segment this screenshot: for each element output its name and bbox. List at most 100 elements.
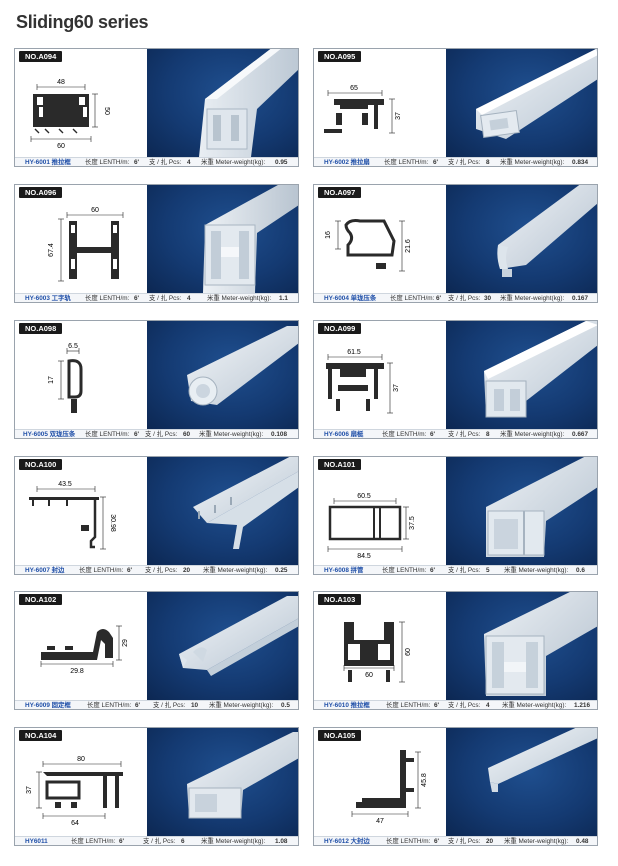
profile-drawing: 60.5 37.5 84.5 [314,457,446,565]
product-card[interactable]: 60 67.4 NO.A096 HY-6003 工字轨 长度 LENTH/m: … [14,184,299,303]
profile-drawing: 65 37 [314,49,446,157]
length-label: 长度 LENTH/m: [85,295,130,302]
dimension-label: 29 [122,639,129,647]
pcs-label: 支 / 扎 Pcs: [448,431,481,438]
length-value: 6' [119,838,125,845]
product-card[interactable]: 61.5 37 NO.A099 HY-6006 扇梃 长度 LENTH/m: 6… [313,320,598,439]
pcs-label: 支 / 扎 Pcs: [448,702,481,709]
dimension-label: 60 [365,672,373,679]
weight-value: 1.216 [574,702,590,709]
weight-label: 米重 Meter-weight(kg): [500,295,565,302]
pcs-label: 支 / 扎 Pcs: [143,838,176,845]
length-label: 长度 LENTH/m: [87,702,132,709]
model-name: HY-6008 拼管 [324,567,364,574]
dimension-label: 60.5 [357,493,371,500]
product-card[interactable]: 29.8 29 NO.A102 HY-6009 固定框 长度 LENTH/m: … [14,591,299,710]
length-value: 6' [135,702,141,709]
profile-drawing: 6.5 17 [15,321,147,429]
product-card[interactable]: 65 37 NO.A095 HY-6002 推拉扇 长度 LENTH/m: 6'… [313,48,598,167]
spec-bar: HY-6006 扇梃 长度 LENTH/m: 6' 支 / 扎 Pcs: 8 米… [314,429,597,438]
pcs-label: 支 / 扎 Pcs: [448,567,481,574]
product-card[interactable]: 80 37 64 NO.A104 HY6011 长度 LENTH/m: 6' 支… [14,727,299,846]
length-label: 长度 LENTH/m: [382,567,427,574]
spec-bar: HY-6004 单珑压条 长度 LENTH/m: 6' 支 / 扎 Pcs: 3… [314,293,597,302]
product-code-tag: NO.A102 [19,594,63,605]
product-photo [147,457,298,565]
pcs-value: 6 [181,838,185,845]
product-card[interactable]: 45.8 47 NO.A105 HY-6012 大封边 长度 LENTH/m: … [313,727,598,846]
model-name: HY6011 [25,838,48,845]
length-value: 6' [430,431,436,438]
dimension-label: 37.5 [409,516,416,530]
product-code-tag: NO.A099 [318,323,362,334]
spec-bar: HY-6010 推拉框 长度 LENTH/m: 6' 支 / 扎 Pcs: 4 … [314,700,597,709]
model-name: HY-6005 双珑压条 [23,431,76,438]
spec-bar: HY-6003 工字轨 长度 LENTH/m: 6' 支 / 扎 Pcs: 4 … [15,293,298,302]
weight-value: 0.95 [275,159,288,166]
weight-label: 米重 Meter-weight(kg): [500,159,565,166]
dimension-label: 45.8 [421,773,428,787]
length-label: 长度 LENTH/m: [79,567,124,574]
product-card[interactable]: 6.5 17 NO.A098 HY-6005 双珑压条 长度 LENTH/m: … [14,320,299,439]
spec-bar: HY-6008 拼管 长度 LENTH/m: 6' 支 / 扎 Pcs: 5 米… [314,565,597,574]
pcs-value: 20 [486,838,494,845]
dimension-label: 50 [103,107,110,115]
profile-drawing: 43.5 30.98 [15,457,147,565]
product-code-tag: NO.A104 [19,730,63,741]
page-title: Sliding60 series [16,12,149,32]
pcs-label: 支 / 扎 Pcs: [149,159,182,166]
length-value: 6' [434,702,440,709]
product-code-tag: NO.A100 [19,459,63,470]
dimension-label: 43.5 [58,481,72,488]
weight-label: 米重 Meter-weight(kg): [504,567,569,574]
length-value: 6' [436,295,442,302]
weight-value: 1.08 [275,838,288,845]
profile-drawing: 48 50 60 [15,49,147,157]
weight-label: 米重 Meter-weight(kg): [199,431,264,438]
product-code-tag: NO.A095 [318,51,362,62]
product-code-tag: NO.A103 [318,594,362,605]
product-code-tag: NO.A094 [19,51,63,62]
weight-value: 0.48 [576,838,589,845]
product-photo [446,185,597,293]
product-photo [147,592,298,700]
product-card[interactable]: 43.5 30.98 NO.A100 HY-6007 封边 长度 LENTH/m… [14,456,299,575]
spec-bar: HY-6007 封边 长度 LENTH/m: 6' 支 / 扎 Pcs: 20 … [15,565,298,574]
product-photo [147,728,298,836]
dimension-label: 21.6 [405,239,412,253]
dimension-label: 37 [395,112,402,120]
weight-label: 米重 Meter-weight(kg): [209,702,274,709]
model-name: HY-6012 大封边 [324,838,370,845]
pcs-label: 支 / 扎 Pcs: [448,159,481,166]
dimension-label: 29.8 [70,668,84,675]
product-card[interactable]: 48 50 60 NO.A094 HY-6001 推拉框 长度 LENTH/m:… [14,48,299,167]
product-code-tag: NO.A098 [19,323,63,334]
pcs-value: 60 [183,431,191,438]
product-card[interactable]: 60 60 NO.A103 HY-6010 推拉框 长度 LENTH/m: 6'… [313,591,598,710]
length-value: 6' [134,295,140,302]
pcs-value: 4 [187,295,191,302]
pcs-value: 8 [486,159,490,166]
weight-label: 米重 Meter-weight(kg): [203,567,268,574]
product-photo [446,321,597,429]
dimension-label: 30.98 [109,514,116,532]
dimension-label: 60 [405,648,412,656]
pcs-value: 4 [187,159,191,166]
product-card[interactable]: 60.5 37.5 84.5 NO.A101 HY-6008 拼管 长度 LEN… [313,456,598,575]
model-name: HY-6003 工字轨 [25,295,71,302]
dimension-label: 61.5 [347,349,361,356]
pcs-value: 10 [191,702,199,709]
weight-label: 米重 Meter-weight(kg): [207,295,272,302]
product-card[interactable]: 16 21.6 NO.A097 HY-6004 单珑压条 长度 LENTH/m:… [313,184,598,303]
model-name: HY-6002 推拉扇 [324,159,370,166]
weight-value: 0.167 [572,295,588,302]
profile-drawing: 29.8 29 [15,592,147,700]
profile-drawing: 60 60 [314,592,446,700]
product-photo [446,457,597,565]
product-code-tag: NO.A096 [19,187,63,198]
length-label: 长度 LENTH/m: [382,431,427,438]
pcs-label: 支 / 扎 Pcs: [145,567,178,574]
model-name: HY-6006 扇梃 [324,431,364,438]
length-label: 长度 LENTH/m: [71,838,116,845]
weight-label: 米重 Meter-weight(kg): [201,159,266,166]
